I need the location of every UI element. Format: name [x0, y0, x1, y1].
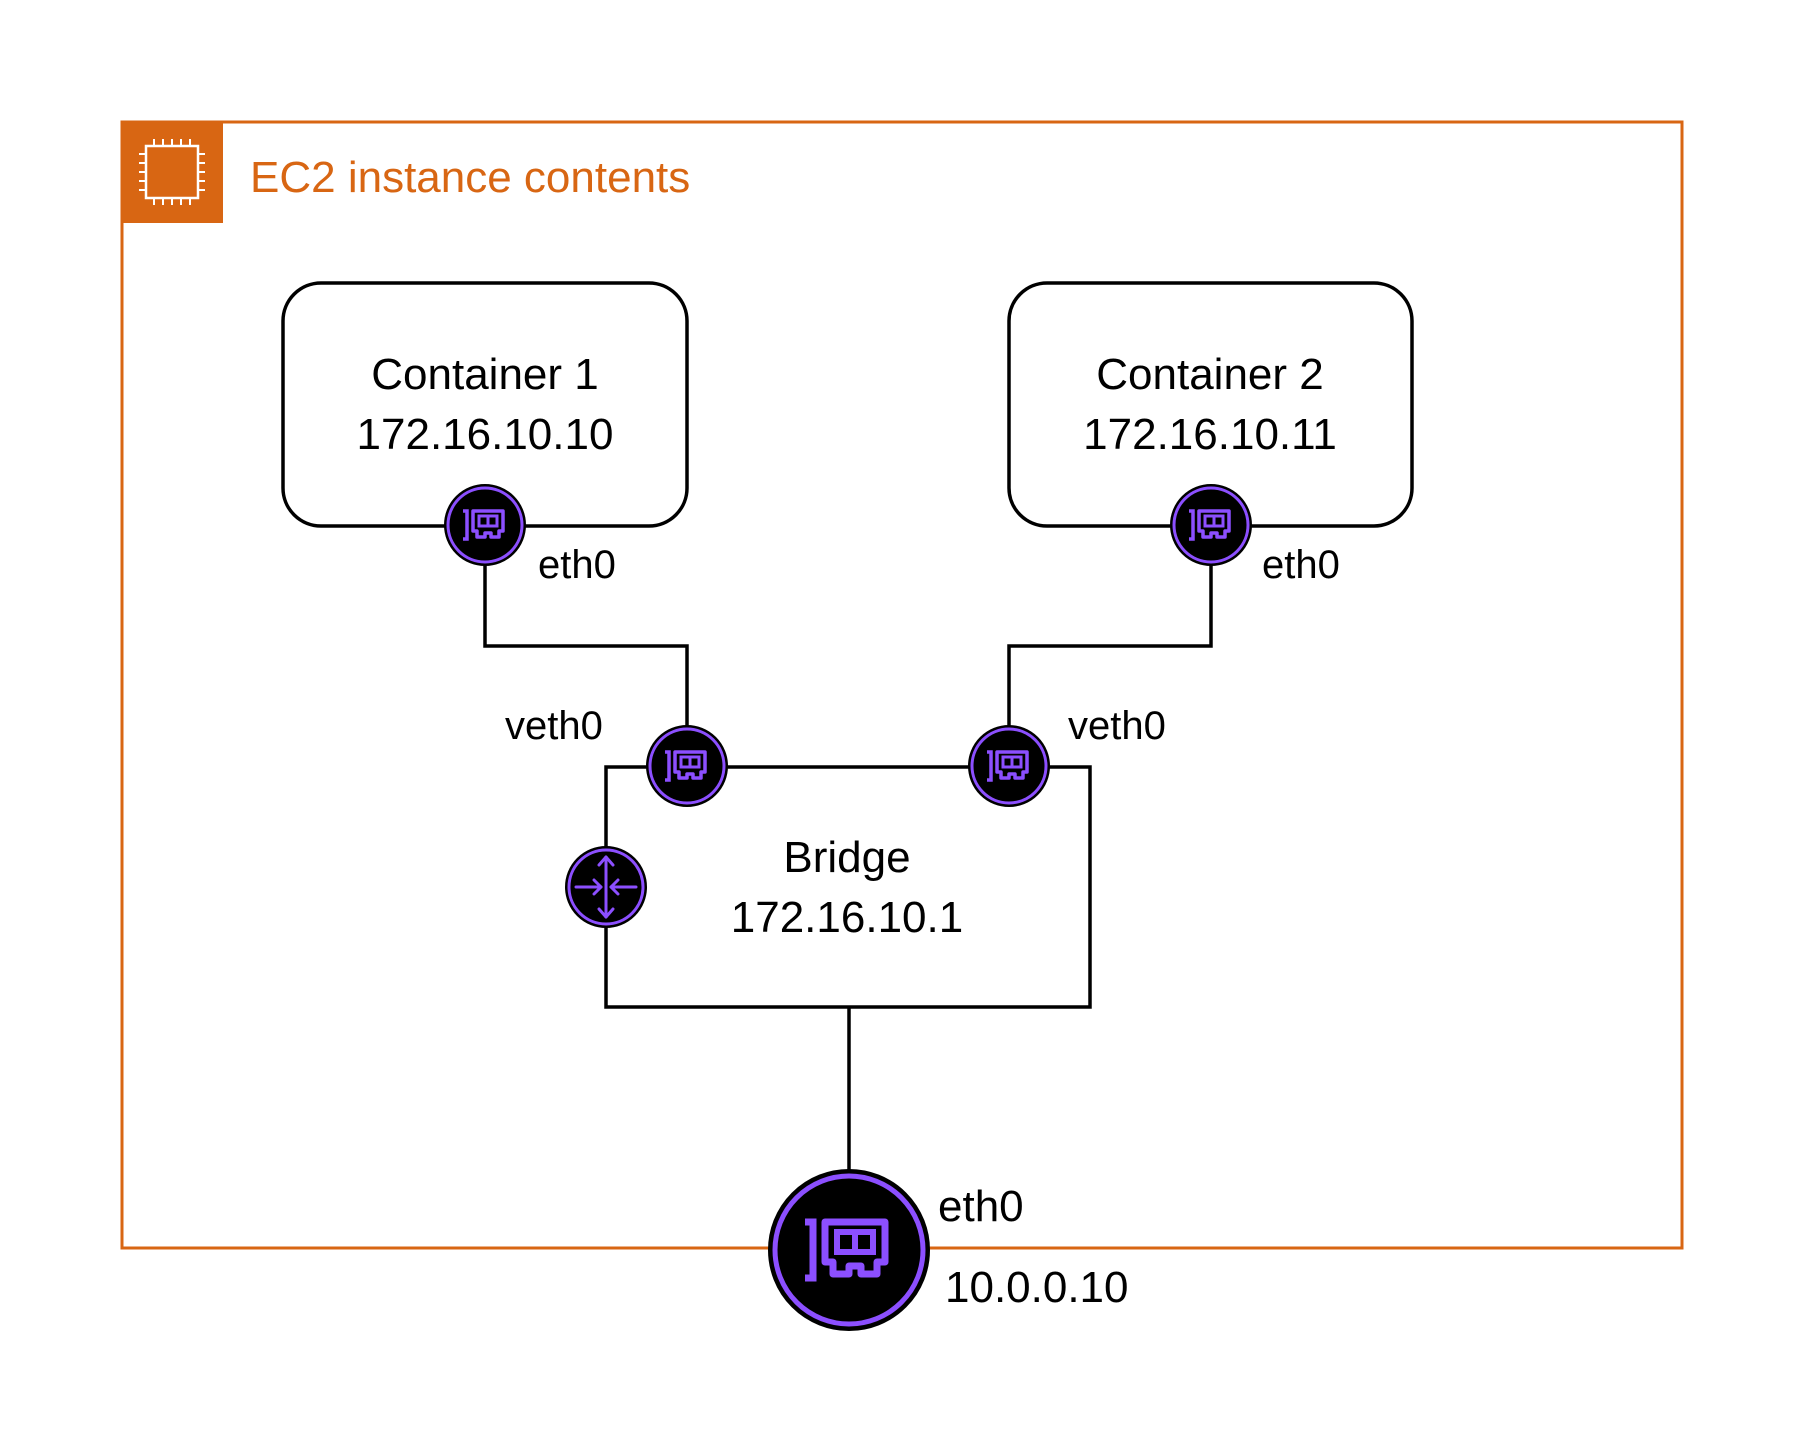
container-1-ip: 172.16.10.10 — [357, 410, 614, 459]
link-c1-veth — [483, 565, 689, 753]
network-card-icon — [1170, 484, 1252, 566]
host-eth0-ip: 10.0.0.10 — [945, 1263, 1129, 1312]
host-eth0[interactable]: eth0 10.0.0.10 — [768, 1169, 1129, 1331]
ec2-chip-icon — [121, 121, 223, 223]
bridge-ip: 172.16.10.1 — [731, 893, 963, 942]
container-2[interactable]: Container 2 172.16.10.11 — [1007, 281, 1414, 528]
network-card-icon — [444, 484, 526, 566]
container-2-ip: 172.16.10.11 — [1083, 410, 1337, 459]
container-2-name: Container 2 — [1096, 350, 1323, 399]
network-card-icon — [968, 725, 1050, 807]
veth-2-label: veth0 — [1068, 704, 1166, 748]
router-icon — [565, 846, 647, 928]
bridge-veth-1[interactable]: veth0 — [505, 704, 728, 807]
container-1-eth0-label: eth0 — [538, 543, 616, 587]
link-c2-veth — [1007, 565, 1213, 753]
network-card-icon — [646, 725, 728, 807]
veth-1-label: veth0 — [505, 704, 603, 748]
network-card-icon — [768, 1169, 930, 1331]
connections — [483, 565, 1213, 1170]
bridge-veth-2[interactable]: veth0 — [968, 704, 1166, 807]
container-1-eth0[interactable]: eth0 — [444, 484, 616, 587]
group-title: EC2 instance contents — [250, 153, 690, 202]
container-1-name: Container 1 — [371, 350, 598, 399]
container-2-eth0-label: eth0 — [1262, 543, 1340, 587]
host-eth0-label: eth0 — [938, 1182, 1024, 1231]
container-2-eth0[interactable]: eth0 — [1170, 484, 1340, 587]
container-1[interactable]: Container 1 172.16.10.10 — [281, 281, 689, 528]
bridge-name: Bridge — [783, 833, 910, 882]
